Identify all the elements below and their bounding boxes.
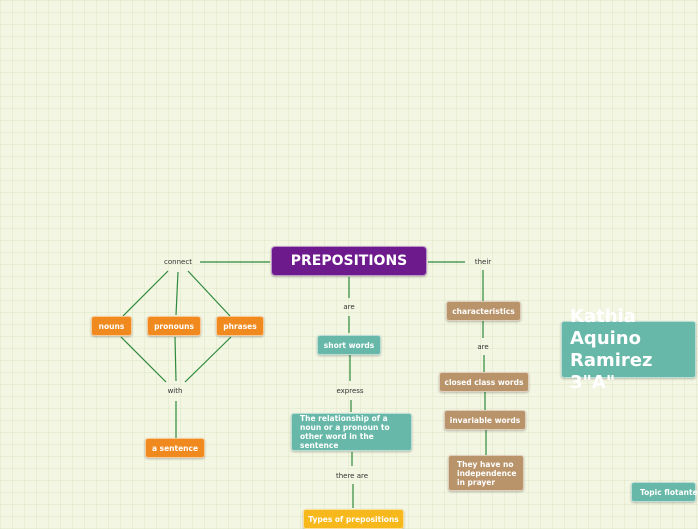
topic-types-label: Types of prepositions [308, 514, 399, 524]
link-nouns-with [120, 336, 167, 383]
link-label-are: are [343, 303, 355, 311]
topic-invariable-label: invariable words [449, 415, 521, 425]
topic-no-independence-label: They have no independence in prayer [457, 459, 517, 487]
topic-pronouns-label: pronouns [154, 321, 194, 331]
author-topic-label: Kathia Aquino Ramirez 3"A" [570, 305, 653, 393]
link-label-with: with [167, 387, 183, 395]
topic-short-words[interactable]: short words [317, 335, 381, 355]
link-label-are-2: are [477, 343, 489, 351]
link-phrases-with [184, 336, 232, 383]
topic-phrases-label: phrases [223, 321, 257, 331]
topic-relationship[interactable]: The relationship of a noun or a pronoun … [291, 413, 412, 451]
floating-topic-label: Topic flotante [640, 487, 698, 497]
central-topic-label: PREPOSITIONS [290, 253, 408, 269]
link-connect-pronouns [175, 271, 179, 316]
topic-phrases[interactable]: phrases [216, 316, 264, 336]
link-connect-nouns [122, 270, 169, 317]
central-topic-prepositions[interactable]: PREPOSITIONS [271, 246, 427, 276]
topic-relationship-label: The relationship of a noun or a pronoun … [300, 414, 390, 450]
topic-characteristics-label: characteristics [452, 306, 515, 316]
link-label-connect: connect [164, 258, 192, 266]
link-label-their: their [474, 258, 492, 266]
link-label-there-are: there are [335, 472, 369, 480]
topic-closed-class-label: closed class words [444, 377, 524, 387]
topic-short-words-label: short words [323, 340, 375, 350]
topic-nouns[interactable]: nouns [91, 316, 132, 336]
topic-types-of-prepositions[interactable]: Types of prepositions [303, 509, 404, 529]
author-topic[interactable]: Kathia Aquino Ramirez 3"A" [561, 306, 696, 393]
topic-nouns-label: nouns [98, 321, 125, 331]
topic-invariable-words[interactable]: invariable words [444, 410, 526, 430]
topic-no-independence[interactable]: They have no independence in prayer [448, 455, 524, 491]
topic-pronouns[interactable]: pronouns [147, 316, 201, 336]
link-connect-phrases [187, 270, 231, 317]
topic-characteristics[interactable]: characteristics [446, 301, 521, 321]
topic-a-sentence-label: a sentence [151, 443, 199, 453]
topic-closed-class-words[interactable]: closed class words [439, 372, 529, 392]
floating-topic[interactable]: Topic flotante [631, 482, 698, 502]
link-pronouns-with [174, 336, 177, 382]
topic-a-sentence[interactable]: a sentence [145, 438, 205, 458]
link-label-express: express [336, 387, 364, 395]
